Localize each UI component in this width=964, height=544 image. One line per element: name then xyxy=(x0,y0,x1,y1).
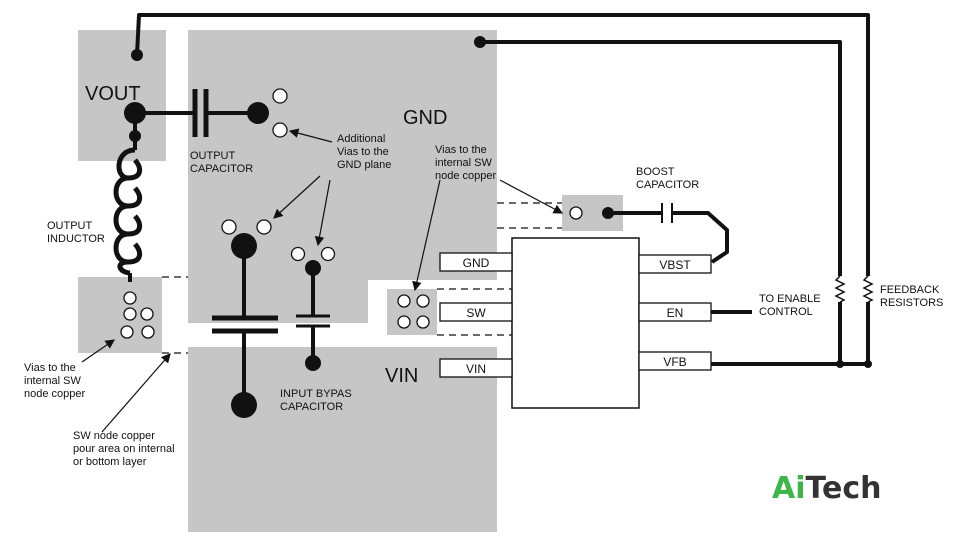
via xyxy=(569,206,583,220)
vias-internal-top-label-2: internal SW xyxy=(435,157,492,169)
boost-cap-trace-2 xyxy=(672,211,729,264)
pin-vin-label: VIN xyxy=(466,362,486,376)
copper-areas xyxy=(78,30,623,532)
resistor-junction-2 xyxy=(864,360,872,368)
gnd-feedback-trace xyxy=(480,40,842,364)
feedback-resistors-symbol xyxy=(834,275,874,303)
additional-vias-label-3: GND plane xyxy=(337,159,391,171)
internal-sw-outline xyxy=(162,202,562,354)
pin-en-box xyxy=(638,302,712,322)
boost-capacitor-label-1: BOOST xyxy=(636,166,675,178)
vias xyxy=(120,88,583,339)
ic-pins xyxy=(439,252,712,378)
pads xyxy=(124,36,872,418)
small-bypass-capacitor-symbol xyxy=(296,314,330,328)
logo-part-1: Ai xyxy=(772,471,806,506)
small-cap-vin-pad xyxy=(305,355,321,371)
input-bypass-label-2: CAPACITOR xyxy=(280,401,343,413)
additional-vias-label-2: Vias to the xyxy=(337,146,389,158)
via xyxy=(397,315,411,329)
pin-en-label: EN xyxy=(667,306,684,320)
sw-node-copper-label-3: or bottom layer xyxy=(73,456,147,468)
boost-capacitor-label-2: CAPACITOR xyxy=(636,179,699,191)
input-bypass-capacitor-symbol xyxy=(212,315,278,334)
vout-copper xyxy=(78,30,166,161)
output-capacitor-label-1: OUTPUT xyxy=(190,150,236,162)
vias-internal-top-label-1: Vias to the xyxy=(435,144,487,156)
pin-vbst-label: VBST xyxy=(659,258,691,272)
vin-copper xyxy=(188,347,497,532)
vout-pad xyxy=(124,102,146,124)
sw-node-copper-right xyxy=(387,289,437,335)
output-inductor-coil xyxy=(113,147,136,276)
traces xyxy=(128,13,870,405)
boost-pad-dot xyxy=(602,207,614,219)
resistor-junction-1 xyxy=(836,360,844,368)
input-cap-gnd-pad xyxy=(231,233,257,259)
callout-arrows xyxy=(81,128,564,433)
additional-vias-label-1: Additional xyxy=(337,133,385,145)
pin-vfb-box xyxy=(638,351,712,371)
enable-control-label-2: CONTROL xyxy=(759,306,813,318)
via xyxy=(416,315,430,329)
output-inductor-label-1: OUTPUT xyxy=(47,220,93,232)
via xyxy=(320,246,336,262)
via xyxy=(140,307,154,321)
feedback-resistors-label-1: FEEDBACK xyxy=(880,284,940,296)
aitech-logo: AiTech xyxy=(772,471,881,506)
vias-internal-top-label-3: node copper xyxy=(435,170,496,182)
via xyxy=(123,307,137,321)
pin-vin-box xyxy=(439,358,513,378)
pin-sw-box xyxy=(439,302,513,322)
feedback-resistors-label-2: RESISTORS xyxy=(880,297,943,309)
via xyxy=(256,219,272,235)
via xyxy=(272,88,288,104)
vout-inductor-dot xyxy=(129,130,141,142)
logo-part-2: Tech xyxy=(806,471,882,506)
input-bypass-label-1: INPUT BYPAS xyxy=(280,388,352,400)
via xyxy=(397,294,411,308)
input-cap-vin-pad xyxy=(231,392,257,418)
pin-vbst-box xyxy=(638,254,712,274)
pin-vfb-label: VFB xyxy=(663,355,686,369)
via xyxy=(120,325,134,339)
boost-capacitor-symbol xyxy=(661,203,673,223)
gnd-copper xyxy=(188,30,497,323)
vout-feedback-dot xyxy=(131,49,143,61)
vias-internal-left-label-3: node copper xyxy=(24,388,85,400)
output-capacitor-symbol xyxy=(192,89,209,137)
vias-internal-left-label-2: internal SW xyxy=(24,375,81,387)
via xyxy=(290,246,306,262)
pin-gnd-label: GND xyxy=(463,256,490,270)
small-cap-gnd-pad xyxy=(305,260,321,276)
via xyxy=(141,325,155,339)
via xyxy=(221,219,237,235)
sw-node-copper-label-2: pour area on internal xyxy=(73,443,175,455)
pin-sw-label: SW xyxy=(466,306,486,320)
output-capacitor-label-2: CAPACITOR xyxy=(190,163,253,175)
gnd-label: GND xyxy=(403,107,447,129)
vin-label: VIN xyxy=(385,365,418,387)
vout-feedback-trace xyxy=(135,13,870,364)
output-cap-gnd-pad xyxy=(247,102,269,124)
gnd-feedback-dot xyxy=(474,36,486,48)
pin-gnd-box xyxy=(439,252,513,272)
via xyxy=(272,122,288,138)
ic-body xyxy=(511,237,640,409)
output-inductor-label-2: INDUCTOR xyxy=(47,233,105,245)
vias-internal-left-label-1: Vias to the xyxy=(24,362,76,374)
via xyxy=(416,294,430,308)
sw-node-copper-label-1: SW node copper xyxy=(73,430,155,442)
vout-label: VOUT xyxy=(85,83,141,105)
enable-control-label-1: TO ENABLE xyxy=(759,293,821,305)
